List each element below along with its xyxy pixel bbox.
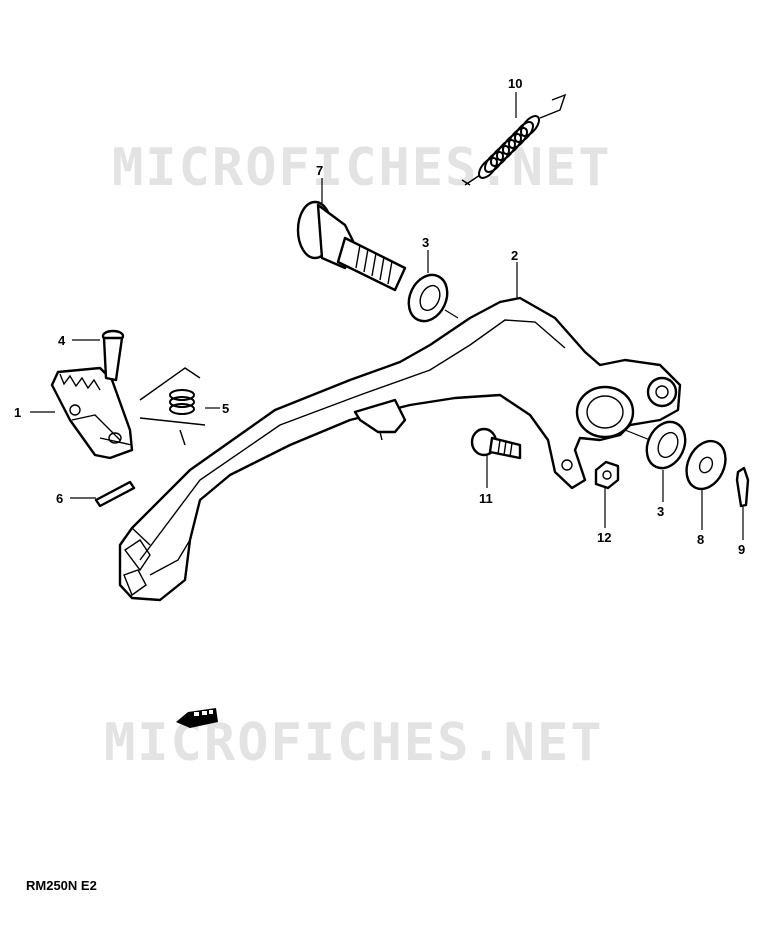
step-pin: [101, 329, 125, 382]
callout-11: 11: [479, 491, 493, 506]
leader-lines: [30, 92, 744, 540]
callout-labels: 1 2 3 3 4 5 6 7 8 9 10 11 12: [14, 76, 745, 557]
cotter-pin-left: [94, 480, 136, 508]
callout-9: 9: [738, 542, 745, 557]
callout-12: 12: [597, 530, 611, 545]
callout-4: 4: [58, 333, 66, 348]
pivot-shaft: [296, 200, 407, 292]
callout-5: 5: [222, 401, 229, 416]
cotter-pin-right: [735, 466, 750, 508]
return-spring: [461, 93, 567, 186]
front-direction-arrow-icon: [176, 708, 218, 728]
stopper-bolt: [470, 427, 522, 460]
callout-6: 6: [56, 491, 63, 506]
lock-nut: [594, 460, 620, 490]
step-spring: [139, 367, 206, 446]
washer: [685, 439, 727, 491]
oil-seal-lower: [624, 420, 687, 470]
callout-3-upper: 3: [422, 235, 429, 250]
oil-seal-upper: [407, 273, 459, 323]
callout-2: 2: [511, 248, 518, 263]
callout-8: 8: [697, 532, 704, 547]
model-code: RM250N E2: [26, 878, 97, 893]
callout-1: 1: [14, 405, 21, 420]
watermark-top: MICROFICHES.NET: [112, 138, 612, 198]
callout-10: 10: [508, 76, 522, 91]
brake-pedal-arm: [118, 296, 682, 602]
brake-pedal-step: [50, 366, 134, 460]
callout-7: 7: [316, 163, 323, 178]
callout-3-lower: 3: [657, 504, 664, 519]
